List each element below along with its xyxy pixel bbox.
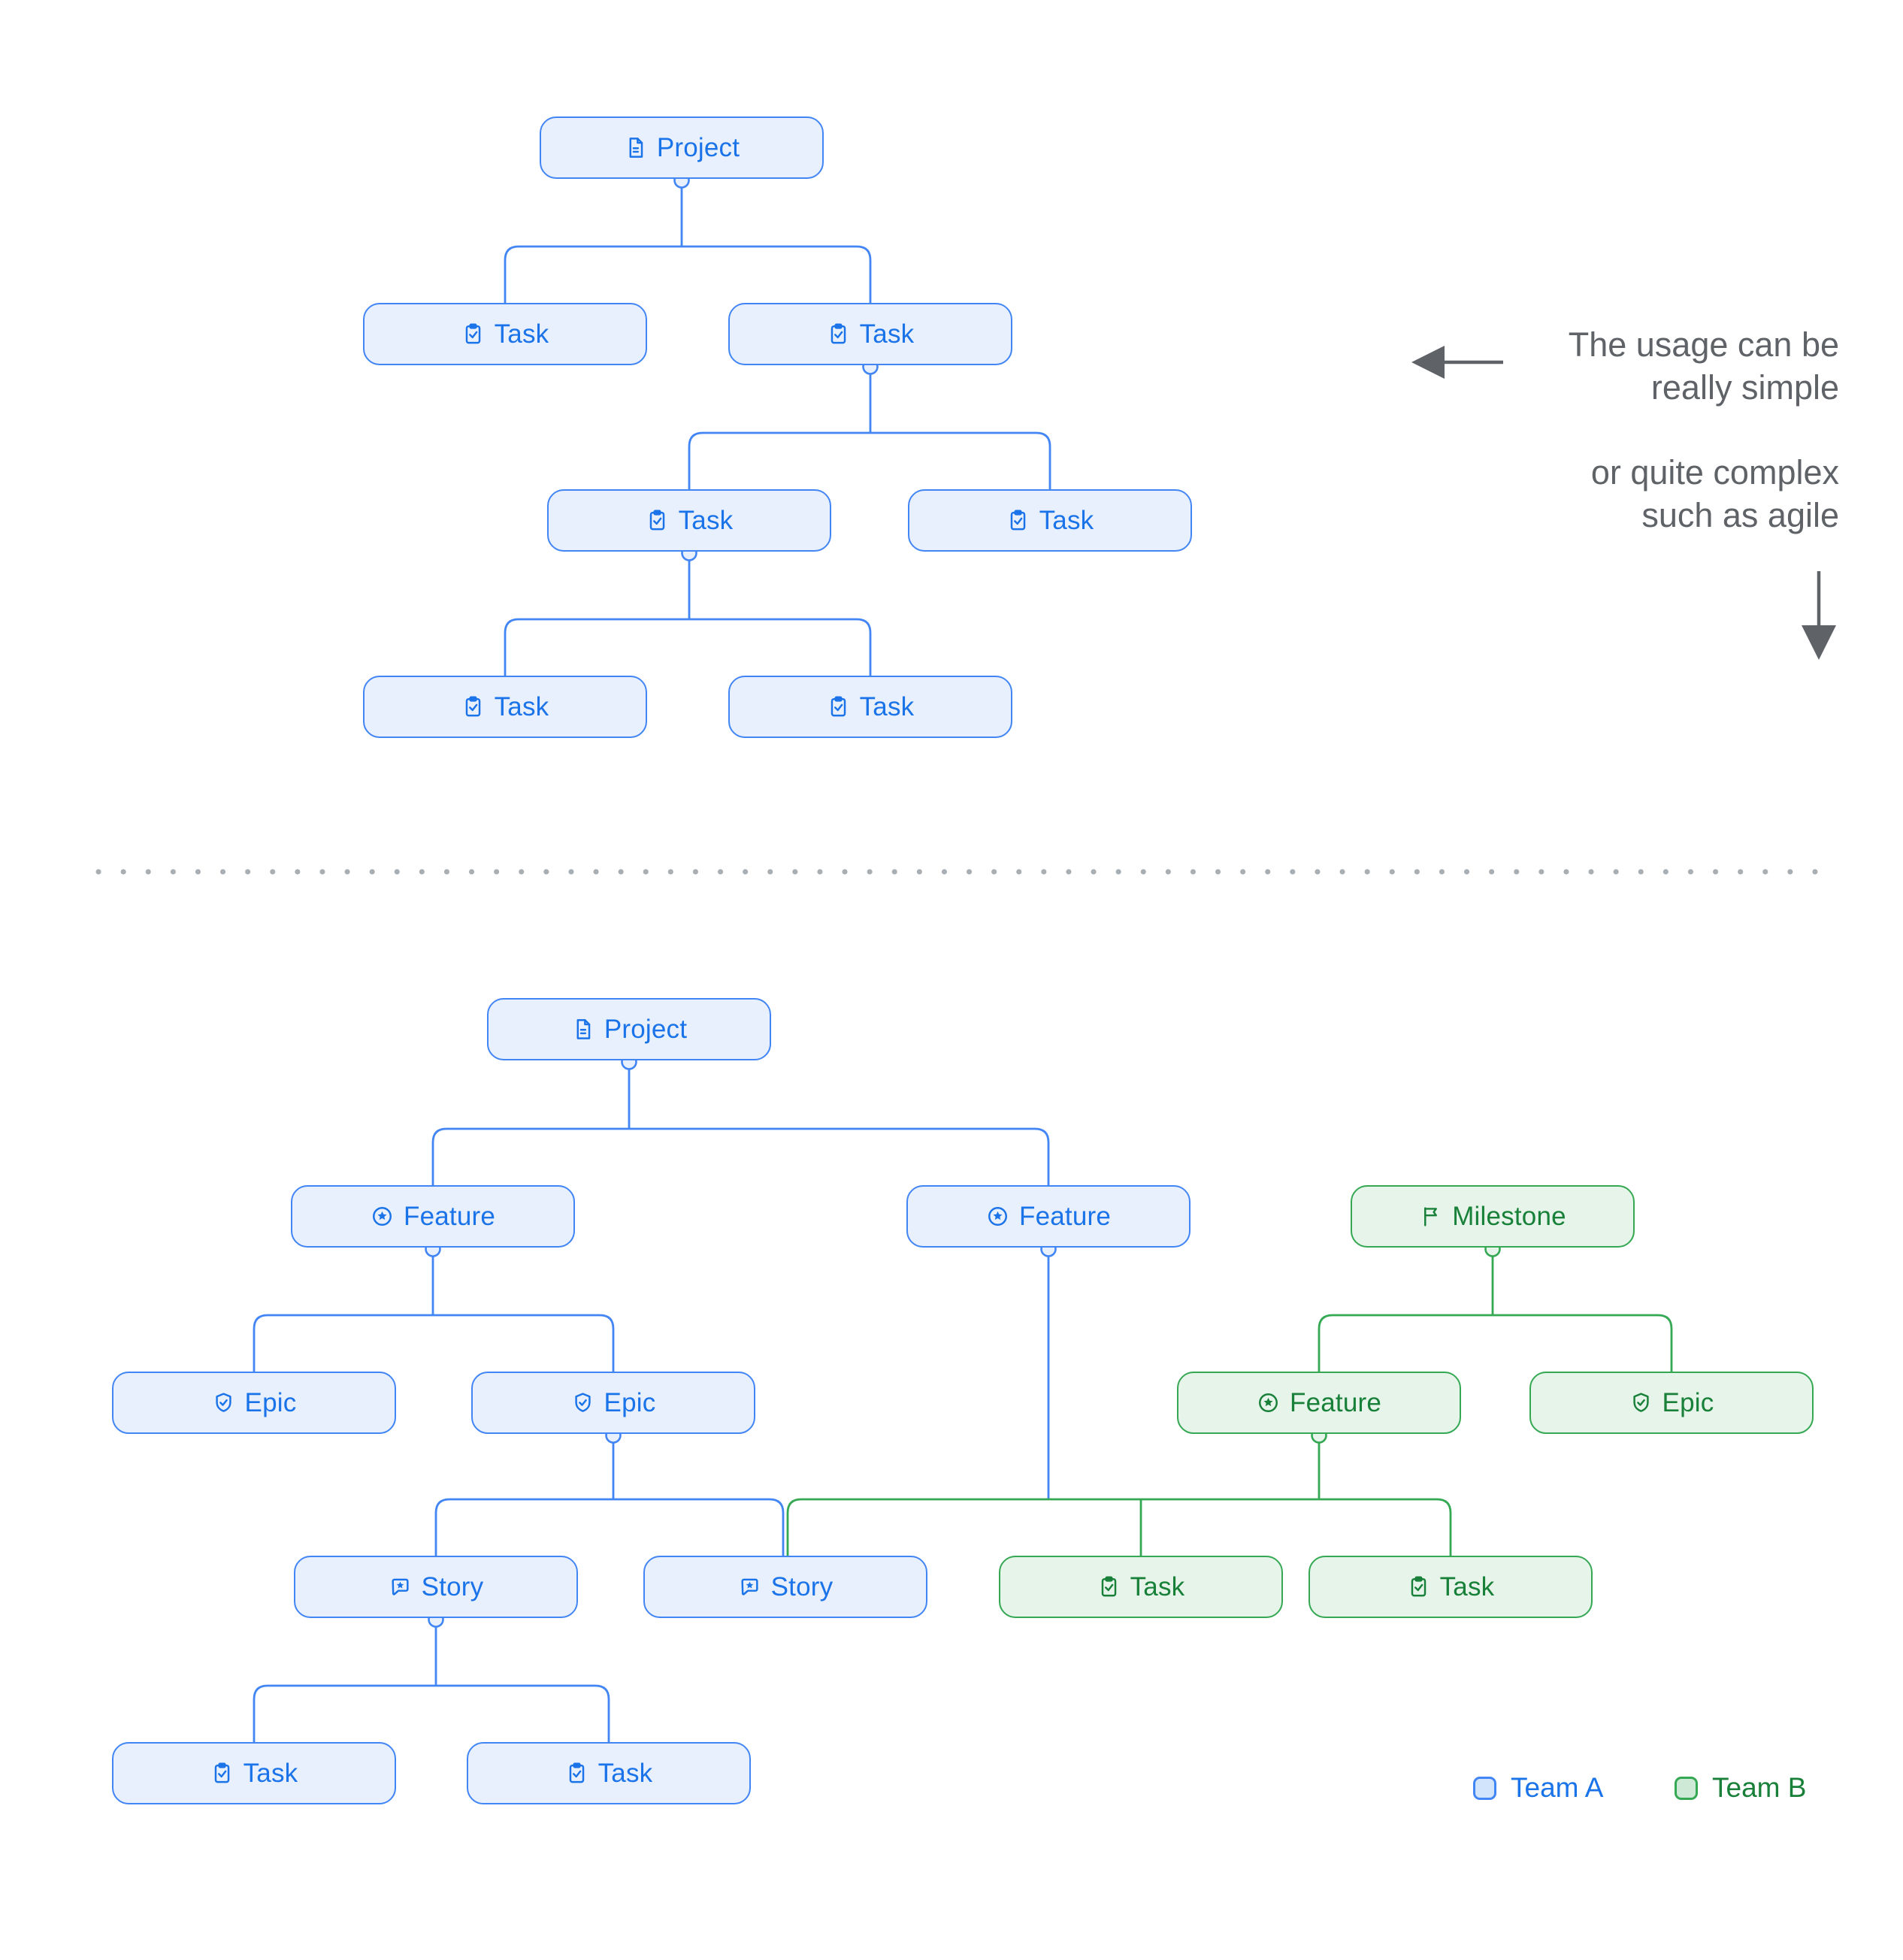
task-node: Task (908, 489, 1192, 552)
annotation-complex: or quite complex such as agile (1591, 451, 1839, 537)
project-node: Project (487, 998, 771, 1060)
node-label: Feature (1289, 1387, 1382, 1417)
node-label: Feature (403, 1201, 496, 1231)
node-label: Project (604, 1014, 688, 1044)
epic-node: Epic (471, 1372, 755, 1434)
epic-icon (571, 1391, 594, 1414)
feature-icon (1257, 1391, 1280, 1414)
task-node: Task (1309, 1556, 1593, 1618)
epic-icon (1629, 1391, 1653, 1414)
task-node: Task (728, 303, 1012, 365)
task-node: Task (467, 1742, 751, 1804)
node-label: Task (1039, 505, 1094, 535)
node-label: Task (678, 505, 734, 535)
node-label: Story (421, 1571, 484, 1602)
team-b-label: Team B (1712, 1772, 1807, 1803)
task-icon (827, 322, 850, 346)
node-label: Task (1130, 1571, 1185, 1602)
legend-team-a: Team A (1473, 1772, 1603, 1804)
node-label: Feature (1018, 1201, 1112, 1231)
task-node: Task (999, 1556, 1283, 1618)
team-a-swatch (1473, 1776, 1496, 1800)
task-node: Task (547, 489, 831, 552)
task-icon (646, 509, 669, 532)
node-label: Task (494, 319, 549, 349)
node-label: Epic (1662, 1387, 1714, 1417)
feature-icon (986, 1205, 1009, 1228)
node-label: Epic (604, 1387, 656, 1417)
node-label: Task (598, 1758, 653, 1788)
task-icon (461, 695, 485, 718)
team-a-label: Team A (1511, 1772, 1604, 1803)
story-icon (389, 1575, 412, 1599)
task-node: Task (363, 303, 647, 365)
task-node: Task (112, 1742, 396, 1804)
story-node: Story (294, 1556, 578, 1618)
node-label: Task (859, 319, 915, 349)
node-label: Milestone (1452, 1201, 1566, 1231)
feature-icon (371, 1205, 394, 1228)
annotation-simple: The usage can be really simple (1569, 323, 1839, 409)
annotation-line: The usage can be (1568, 325, 1839, 364)
epic-icon (212, 1391, 235, 1414)
node-label: Task (243, 1758, 298, 1788)
down-arrow-icon (1802, 571, 1836, 660)
task-icon (461, 322, 485, 346)
project-icon (624, 136, 647, 159)
story-node: Story (643, 1556, 927, 1618)
task-icon (1097, 1575, 1121, 1599)
legend-team-b: Team B (1675, 1772, 1806, 1804)
task-icon (565, 1762, 588, 1785)
feature-node: Feature (291, 1185, 575, 1248)
feature-node: Feature (1177, 1372, 1461, 1434)
annotation-line: such as agile (1641, 496, 1839, 534)
task-icon (1407, 1575, 1430, 1599)
task-node: Task (728, 676, 1012, 738)
node-label: Project (656, 132, 740, 162)
story-icon (738, 1575, 761, 1599)
task-node: Task (363, 676, 647, 738)
task-icon (827, 695, 850, 718)
node-label: Task (494, 691, 549, 721)
epic-node: Epic (112, 1372, 396, 1434)
feature-node: Feature (906, 1185, 1191, 1248)
task-icon (1006, 509, 1030, 532)
node-label: Epic (244, 1387, 297, 1417)
node-label: Task (1439, 1571, 1495, 1602)
node-label: Story (770, 1571, 834, 1602)
milestone-node: Milestone (1351, 1185, 1635, 1248)
milestone-icon (1419, 1205, 1442, 1228)
node-label: Task (859, 691, 915, 721)
task-icon (210, 1762, 234, 1785)
epic-node: Epic (1529, 1372, 1814, 1434)
left-arrow-icon (1411, 346, 1503, 379)
annotation-line: really simple (1650, 368, 1839, 407)
project-node: Project (540, 116, 824, 179)
team-b-swatch (1675, 1776, 1698, 1800)
annotation-line: or quite complex (1590, 453, 1839, 492)
project-icon (571, 1018, 594, 1041)
